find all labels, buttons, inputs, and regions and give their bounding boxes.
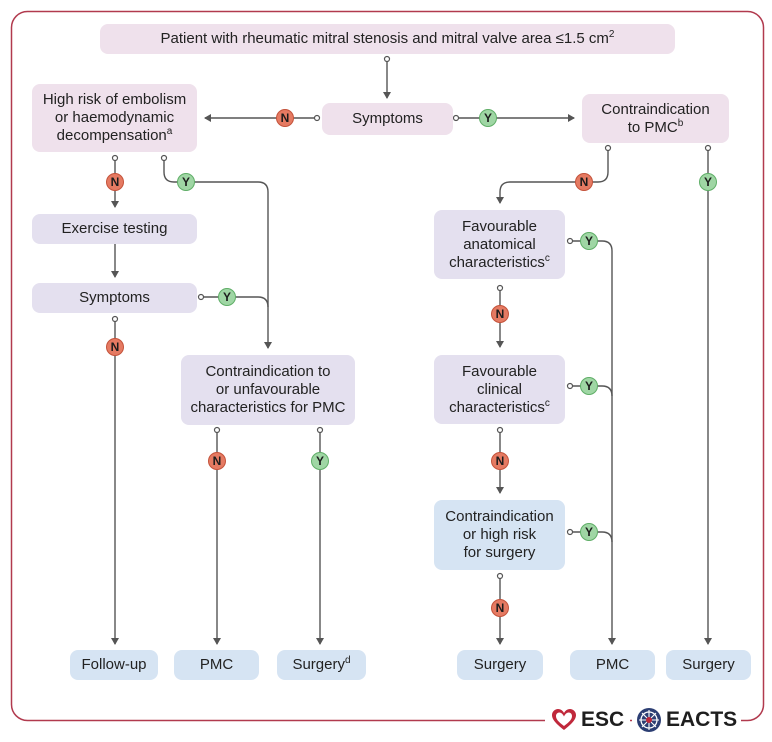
contraindication-pmc-line2: to PMC (627, 118, 678, 136)
esc-logo: ESC (545, 706, 631, 734)
top-condition-sup: 2 (608, 29, 615, 40)
outcome-pmc-right: PMC (570, 650, 655, 680)
symptoms-secondary-text: Symptoms (79, 289, 150, 306)
high-risk-box: High risk of embolism or haemodynamic de… (32, 84, 197, 152)
outcome-surgery-left: Surgeryd (277, 650, 366, 680)
favourable-anatomical-line3: characteristics (449, 253, 545, 271)
high-risk-line3: decompensation (56, 127, 167, 144)
favourable-anatomical-sup: c (544, 252, 550, 264)
no-node-contraindication-pmc: N (575, 173, 593, 191)
high-risk-line2: or haemodynamic (54, 109, 175, 126)
outcome-surgery-right-text: Surgery (682, 656, 735, 673)
connectors (111, 60, 712, 645)
surgery-risk-box: Contraindication or high risk for surger… (434, 500, 565, 570)
outcome-follow-up-text: Follow-up (81, 656, 147, 673)
favourable-clinical-box: Favourable clinical characteristicsc (434, 355, 565, 424)
surgery-risk-line2: or high risk (462, 526, 537, 543)
outcome-surgery-mid-text: Surgery (473, 656, 527, 673)
unfavourable-pmc-line2: or unfavourable (215, 381, 321, 398)
outcome-follow-up: Follow-up (70, 650, 158, 680)
favourable-clinical-line1: Favourable (461, 362, 538, 380)
surgery-risk-line3: for surgery (463, 544, 536, 561)
symptoms-main-text: Symptoms (352, 110, 423, 127)
contraindication-pmc-sup: b (677, 117, 684, 129)
esc-logo-text: ESC (581, 708, 625, 731)
outcome-pmc-left-text: PMC (199, 656, 234, 673)
outcome-surgery-mid: Surgery (457, 650, 543, 680)
top-condition-text: Patient with rheumatic mitral stenosis a… (160, 30, 609, 47)
contraindication-pmc-line1: Contraindication (601, 100, 710, 118)
outcome-surgery-left-sup: d (344, 655, 351, 666)
favourable-clinical-line3: characteristics (449, 398, 545, 416)
yes-node-unfavourable: Y (311, 452, 329, 470)
favourable-anatomical-box: Favourable anatomical characteristicsc (434, 210, 565, 279)
outcome-surgery-left-text: Surgery (292, 656, 345, 673)
yes-node-contraindication-pmc: Y (699, 173, 717, 191)
favourable-anatomical-line1: Favourable (461, 217, 538, 235)
favourable-clinical-sup: c (544, 397, 550, 409)
heart-icon (552, 709, 576, 730)
no-node-unfavourable: N (208, 452, 226, 470)
connector-dots (111, 55, 712, 580)
exercise-testing-text: Exercise testing (61, 220, 168, 237)
no-node-surgery-risk: N (491, 599, 509, 617)
yes-node-surgery-risk: Y (580, 523, 598, 541)
no-node-symptoms-secondary: N (106, 338, 124, 356)
globe-icon (637, 708, 661, 732)
high-risk-sup: a (166, 126, 173, 137)
favourable-anatomical-line2: anatomical (463, 235, 536, 253)
favourable-clinical-line2: clinical (476, 380, 522, 398)
symptoms-main-box: Symptoms (322, 103, 453, 135)
yes-node-clinical: Y (580, 377, 598, 395)
symptoms-secondary-box: Symptoms (32, 283, 197, 313)
eacts-logo-text: EACTS (666, 708, 738, 731)
no-node-high-risk: N (106, 173, 124, 191)
contraindication-pmc-box: Contraindication to PMCb (582, 94, 729, 143)
yes-node-symptoms-secondary: Y (218, 288, 236, 306)
yes-node-anatomical: Y (580, 232, 598, 250)
high-risk-line1: High risk of embolism (42, 91, 187, 108)
outer-frame (10, 10, 765, 722)
unfavourable-pmc-box: Contraindication to or unfavourable char… (181, 355, 355, 425)
yes-node-symptoms-right: Y (479, 109, 497, 127)
exercise-testing-box: Exercise testing (32, 214, 197, 244)
no-node-anatomical: N (491, 305, 509, 323)
eacts-logo: EACTS (632, 706, 742, 734)
unfavourable-pmc-line3: characteristics for PMC (190, 399, 346, 416)
no-node-clinical: N (491, 452, 509, 470)
yes-node-high-risk: Y (177, 173, 195, 191)
top-condition-box: Patient with rheumatic mitral stenosis a… (100, 24, 675, 54)
no-node-symptoms-left: N (276, 109, 294, 127)
unfavourable-pmc-line1: Contraindication to (205, 363, 331, 380)
surgery-risk-line1: Contraindication (445, 508, 554, 525)
outcome-pmc-left: PMC (174, 650, 259, 680)
outcome-pmc-right-text: PMC (595, 656, 630, 673)
outcome-surgery-right: Surgery (666, 650, 751, 680)
